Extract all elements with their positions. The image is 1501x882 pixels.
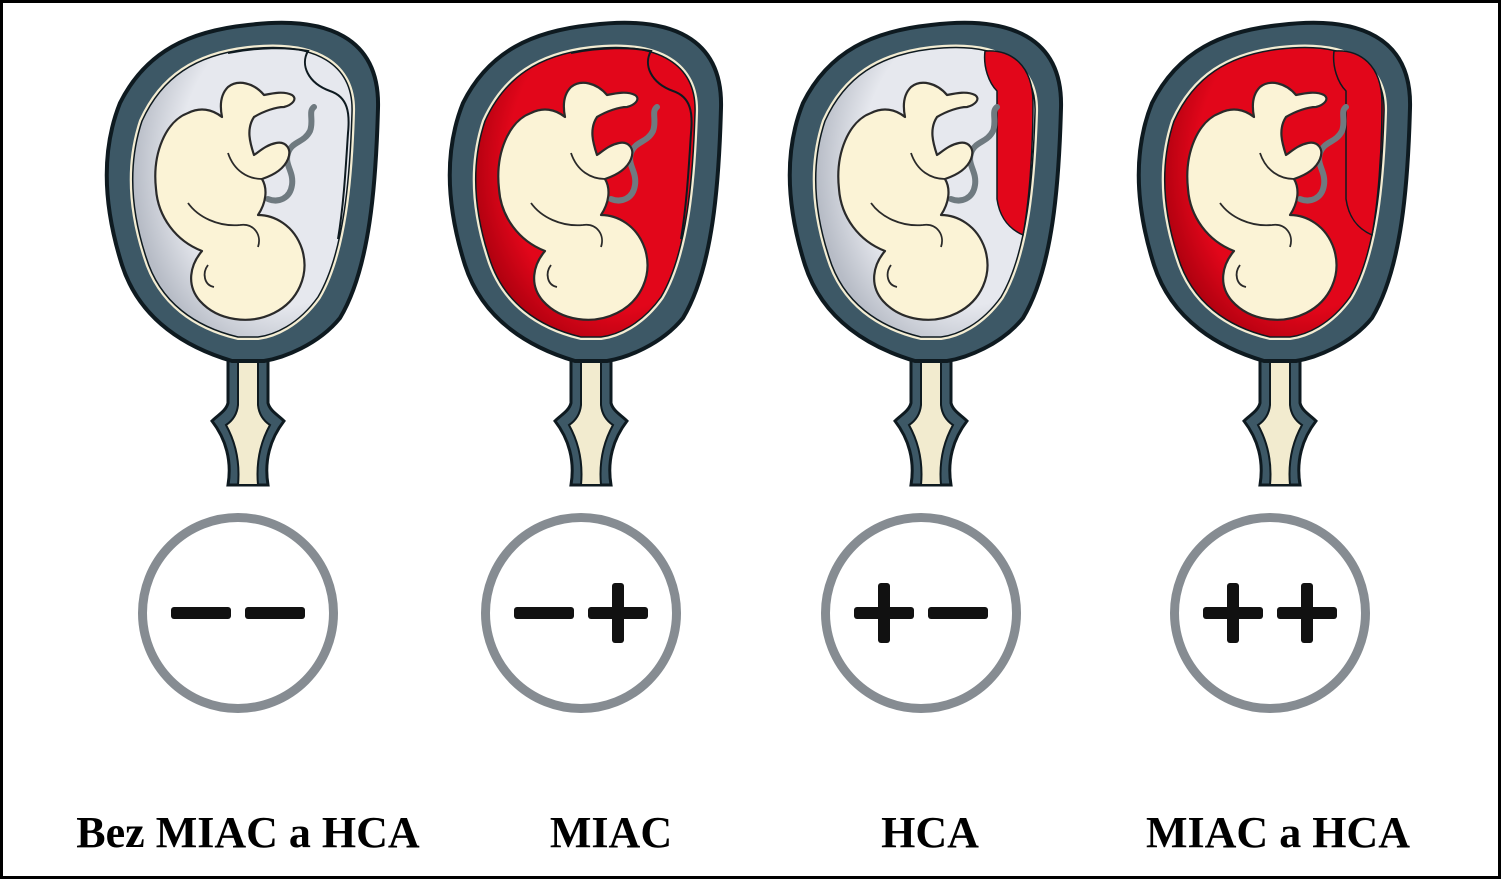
- minus-icon: [928, 607, 988, 619]
- plus-icon: [1203, 583, 1263, 643]
- sign-badge: [821, 513, 1021, 713]
- uterus-illustration: [421, 3, 761, 503]
- panel-no-miac-no-hca: [78, 3, 418, 882]
- minus-icon: [171, 607, 231, 619]
- sign-badge: [1170, 513, 1370, 713]
- minus-plus-icon: [506, 573, 656, 653]
- minus-icon: [245, 607, 305, 619]
- caption-miac-and-hca: MIAC a HCA: [1068, 803, 1488, 863]
- uterus-illustration: [1110, 3, 1450, 503]
- plus-plus-icon: [1195, 573, 1345, 653]
- sign-badge: [481, 513, 681, 713]
- plus-icon: [588, 583, 648, 643]
- minus-minus-icon: [163, 573, 313, 653]
- plus-minus-icon: [846, 573, 996, 653]
- panel-hca: [761, 3, 1101, 882]
- panel-miac-and-hca: [1110, 3, 1450, 882]
- caption-no-miac-no-hca: Bez MIAC a HCA: [38, 803, 458, 863]
- minus-icon: [514, 607, 574, 619]
- uterus-illustration: [78, 3, 418, 503]
- panel-miac: [421, 3, 761, 882]
- plus-icon: [854, 583, 914, 643]
- plus-icon: [1277, 583, 1337, 643]
- uterus-illustration: [761, 3, 1101, 503]
- sign-badge: [138, 513, 338, 713]
